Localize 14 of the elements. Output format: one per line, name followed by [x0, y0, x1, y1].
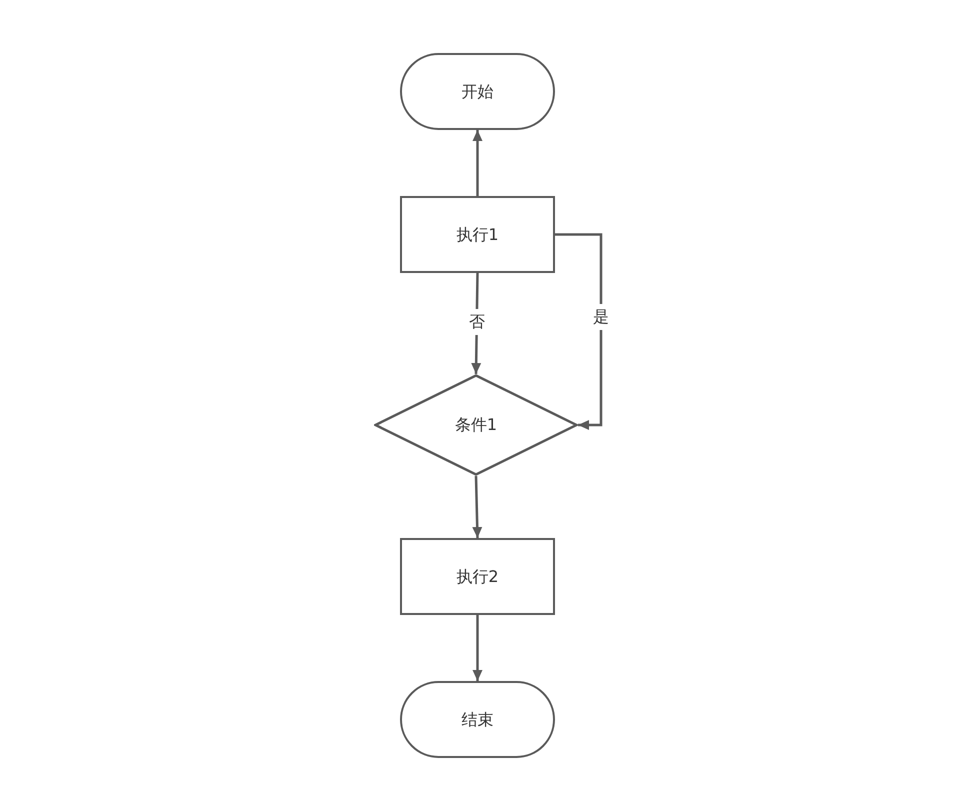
node-label: 执行1	[456, 224, 499, 244]
node-label: 结束	[462, 710, 494, 730]
edge-label: 是	[593, 304, 609, 330]
arrow	[555, 233, 602, 430]
node-label: 开始	[462, 82, 494, 102]
arrow	[472, 130, 482, 196]
node-label: 执行2	[456, 566, 499, 586]
process-box	[400, 538, 555, 615]
arrow	[472, 476, 482, 538]
process-box	[400, 196, 555, 273]
arrow	[472, 615, 482, 681]
edge-label: 否	[469, 309, 485, 335]
decision-diamond	[374, 374, 578, 476]
node-label: 条件1	[454, 415, 498, 435]
